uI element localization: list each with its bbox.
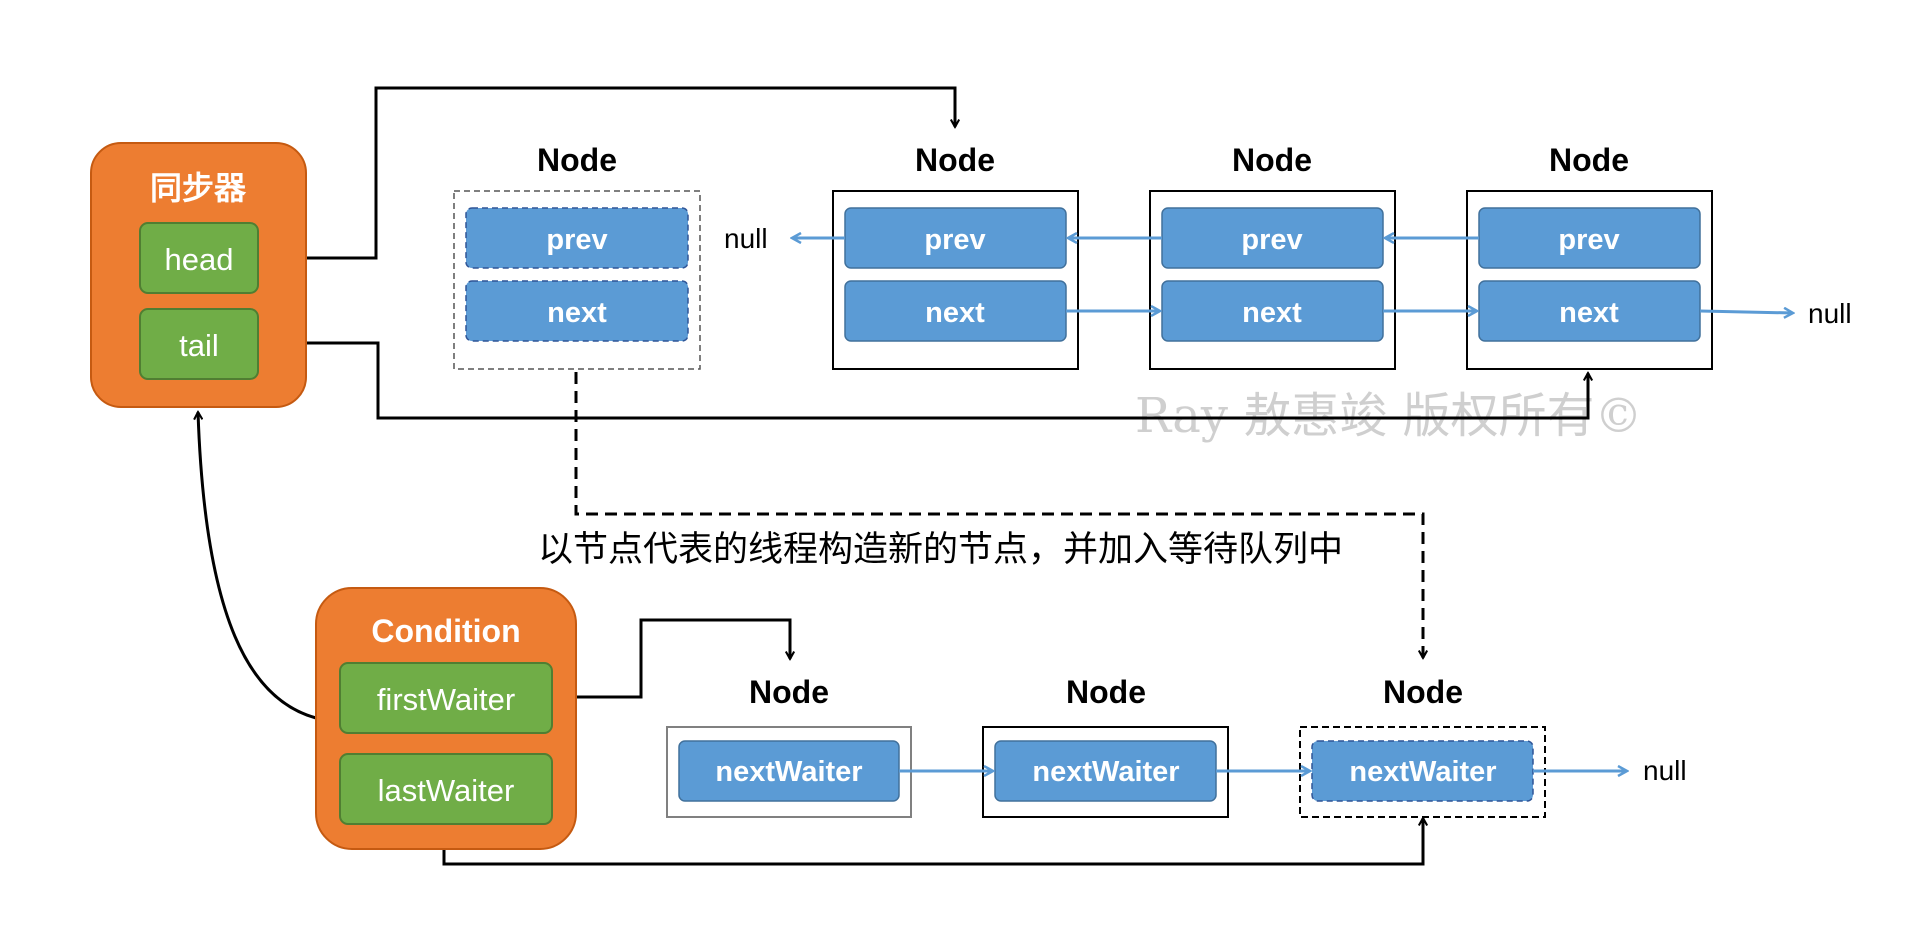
first-waiter-label: firstWaiter [377, 682, 515, 717]
sync-node-2: Node prev next [1149, 142, 1396, 370]
last-waiter-field: lastWaiter [339, 753, 553, 825]
first-waiter-pointer-line [552, 618, 790, 699]
sync-node-new-prev: prev [546, 224, 607, 256]
wait-node-1: Node nextWaiter [666, 674, 912, 818]
wait-node-2: Node nextWaiter [982, 674, 1229, 818]
sync-node-1-next: next [925, 297, 985, 329]
sync-node-1-label: Node [915, 142, 995, 178]
condition-box: Condition firstWaiter lastWaiter [315, 587, 577, 850]
sync-node-2-label: Node [1232, 142, 1312, 178]
last-waiter-label: lastWaiter [378, 773, 515, 808]
head-pointer-line [258, 86, 955, 260]
first-waiter-field: firstWaiter [339, 662, 553, 734]
tail-field: tail [139, 308, 259, 380]
wait-null-right: null [1643, 755, 1687, 786]
head-field: head [139, 222, 259, 294]
tail-pointer-line [258, 341, 1588, 420]
sync-node-new-next: next [547, 297, 607, 329]
sync-node-1-prev: prev [924, 224, 985, 256]
wait-node-new-label: Node [1383, 674, 1463, 710]
sync-node-new-label: Node [537, 142, 617, 178]
head-field-label: head [165, 242, 234, 277]
wait-node-2-label: Node [1066, 674, 1146, 710]
wait-node-2-field: nextWaiter [1032, 756, 1179, 788]
next-arrow-3-to-null [1699, 311, 1793, 313]
wait-node-1-label: Node [749, 674, 829, 710]
watermark-text: Ray 敖惠竣 版权所有© [1135, 388, 1643, 444]
wait-node-new: Node nextWaiter [1299, 674, 1546, 818]
sync-null-right: null [1808, 298, 1852, 329]
tail-field-label: tail [179, 328, 219, 363]
sync-node-1: Node prev next [832, 142, 1079, 370]
sync-node-2-next: next [1242, 297, 1302, 329]
sync-node-3: Node prev next [1466, 142, 1713, 370]
sync-node-new: Node prev next [453, 142, 701, 370]
sync-node-3-prev: prev [1558, 224, 1619, 256]
sync-node-3-next: next [1559, 297, 1619, 329]
sync-node-2-prev: prev [1241, 224, 1302, 256]
synchronizer-box: 同步器 head tail [90, 142, 307, 408]
sync-null-left: null [724, 223, 768, 254]
last-waiter-pointer-line [442, 818, 1423, 866]
wait-node-new-field: nextWaiter [1349, 756, 1496, 788]
wait-node-1-field: nextWaiter [715, 756, 862, 788]
caption-text: 以节点代表的线程构造新的节点，并加入等待队列中 [538, 530, 1343, 570]
condition-title: Condition [371, 613, 520, 649]
synchronizer-title: 同步器 [150, 169, 247, 207]
condition-to-sync-curve [198, 412, 317, 720]
sync-node-3-label: Node [1549, 142, 1629, 178]
